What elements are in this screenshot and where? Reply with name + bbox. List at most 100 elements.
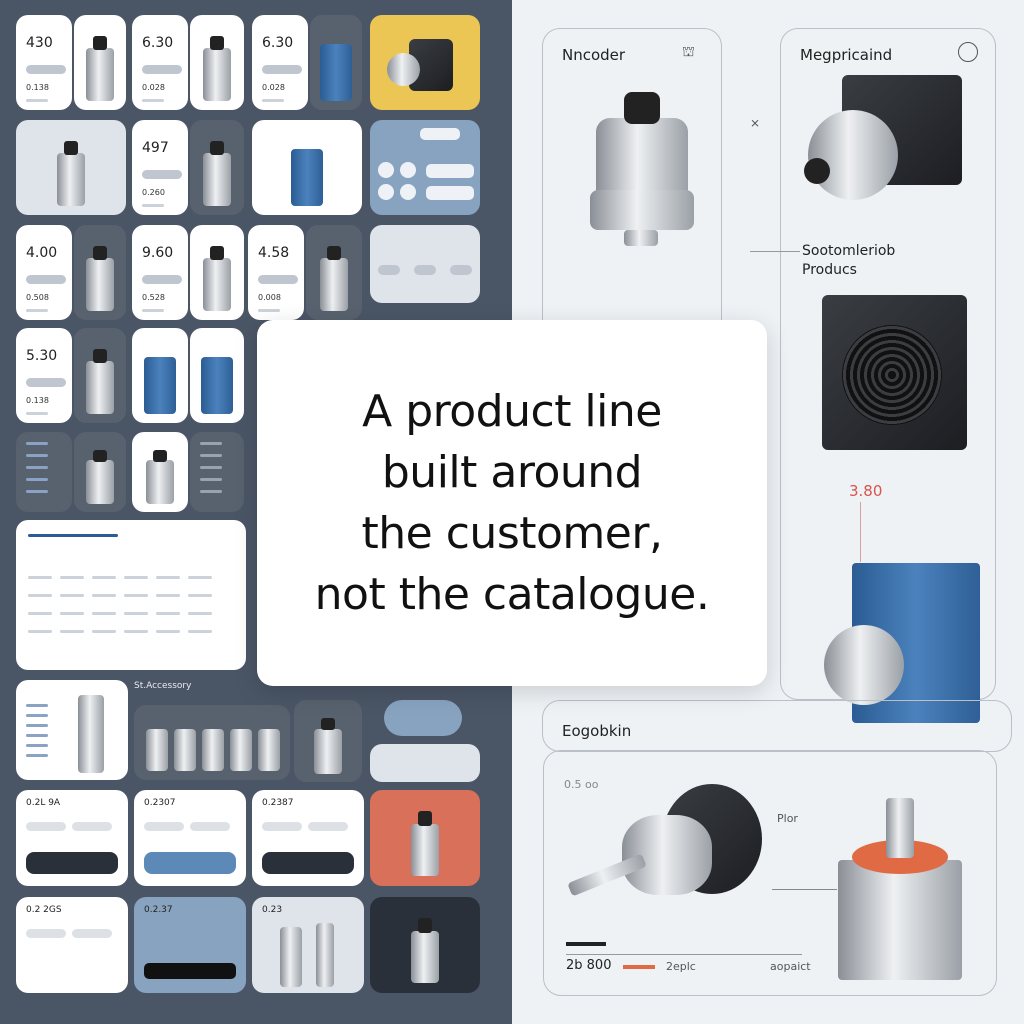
product-card[interactable]	[74, 432, 126, 512]
action-bar[interactable]	[144, 852, 236, 874]
variant-tile[interactable]: 0.2307	[134, 790, 246, 886]
callout-title: Sootomleriob	[802, 243, 896, 259]
spec-line	[26, 744, 48, 747]
legend-swatch	[623, 965, 655, 969]
accessory-row[interactable]: St.Accessory	[134, 681, 290, 780]
option-pill[interactable]	[72, 929, 112, 938]
variant-tile[interactable]: 0.2 2GS	[16, 897, 128, 993]
dashboard-panel[interactable]	[16, 520, 246, 670]
option-pill[interactable]	[26, 929, 66, 938]
pill-button[interactable]	[384, 700, 462, 736]
variant-tile[interactable]: 0.2.37	[134, 897, 246, 993]
table-cell	[60, 576, 84, 579]
no-entry-icon[interactable]	[958, 42, 978, 62]
price-value: 497	[142, 140, 169, 156]
filter-toggle[interactable]	[400, 184, 416, 200]
product-card[interactable]	[74, 15, 126, 110]
product-spec-card[interactable]	[16, 680, 128, 780]
table-cell	[92, 630, 116, 633]
cylinder-image	[57, 153, 85, 206]
filter-chip[interactable]	[426, 186, 474, 200]
comparison-table[interactable]	[370, 744, 480, 782]
cylinder-image	[86, 258, 114, 311]
fitting-image	[280, 927, 302, 987]
cylinder-image	[146, 460, 174, 504]
spec-list[interactable]	[16, 432, 72, 512]
price-sub: 0.260	[142, 188, 165, 197]
product-card[interactable]	[190, 225, 244, 320]
filter-toggle[interactable]	[400, 162, 416, 178]
spec-line	[200, 454, 222, 457]
accessory-image	[174, 729, 196, 771]
spec-list[interactable]	[190, 432, 244, 512]
valve-image	[78, 695, 104, 773]
option-pill[interactable]	[262, 822, 302, 831]
bottom-product-card[interactable]	[543, 750, 997, 996]
product-card[interactable]	[74, 328, 126, 423]
motor-gear	[808, 110, 898, 200]
product-card[interactable]	[190, 328, 244, 423]
product-card[interactable]	[306, 225, 362, 320]
variant-tile[interactable]: 0.2L 9A	[16, 790, 128, 886]
encoder-base	[590, 190, 694, 230]
variant-tile[interactable]: 0.2387	[252, 790, 364, 886]
table-cell	[124, 630, 148, 633]
option-pill[interactable]	[308, 822, 348, 831]
baseline	[566, 954, 802, 955]
cap	[210, 35, 224, 51]
filter-panel[interactable]	[370, 120, 480, 215]
spec-line	[26, 466, 48, 469]
filter-chip[interactable]	[426, 164, 474, 178]
spec-line	[200, 490, 222, 493]
price-sub: 0.528	[142, 293, 165, 302]
price-card[interactable]: 497 0.260	[132, 120, 188, 215]
filter-toggle[interactable]	[378, 184, 394, 200]
filter-tag[interactable]	[420, 128, 460, 140]
cap	[153, 449, 167, 462]
variant-tile[interactable]: 0.23	[252, 897, 364, 993]
headline: A product line built around the customer…	[315, 381, 710, 625]
price-value: 4.00	[26, 245, 58, 261]
product-card[interactable]	[16, 120, 126, 215]
price-value: 6.30	[262, 35, 294, 51]
product-card[interactable]	[252, 120, 362, 215]
product-card[interactable]	[370, 15, 480, 110]
right-label: aopaict	[770, 960, 811, 973]
comparison-panel[interactable]	[370, 225, 480, 303]
price-bar	[142, 65, 182, 74]
cylinder-image	[203, 258, 231, 311]
action-bar[interactable]	[26, 852, 118, 874]
option-pill[interactable]	[26, 822, 66, 831]
headline-line: A product line	[362, 386, 662, 437]
compare-column	[414, 265, 436, 275]
product-card[interactable]	[370, 790, 480, 886]
product-card[interactable]	[370, 897, 480, 993]
product-card[interactable]	[310, 15, 362, 110]
product-card[interactable]	[294, 700, 362, 782]
product-card[interactable]	[132, 328, 188, 423]
filter-toggle[interactable]	[378, 162, 394, 178]
option-pill[interactable]	[72, 822, 112, 831]
option-pill[interactable]	[190, 822, 230, 831]
accessory-icon[interactable]: ⛫	[682, 44, 695, 60]
action-bar[interactable]	[262, 852, 354, 874]
cylinder-image	[314, 728, 342, 774]
product-card[interactable]	[74, 225, 126, 320]
action-bar[interactable]	[144, 963, 236, 979]
product-card[interactable]	[190, 120, 244, 215]
text-line	[142, 99, 164, 102]
option-pill[interactable]	[144, 822, 184, 831]
cylinder-image	[203, 153, 231, 206]
product-card[interactable]	[190, 15, 244, 110]
price-bar	[142, 275, 182, 284]
tile-label: 0.2 2GS	[26, 905, 62, 915]
collapse-icon: ⨯	[750, 116, 761, 130]
product-card[interactable]	[132, 432, 188, 512]
